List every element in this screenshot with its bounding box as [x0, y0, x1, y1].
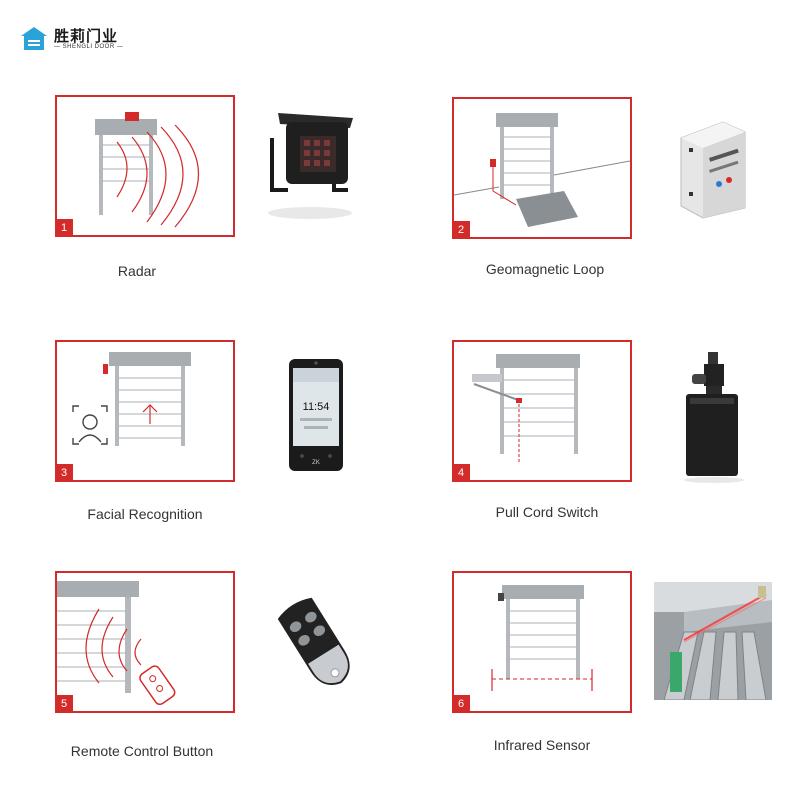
step-badge-2: 2 [452, 221, 470, 239]
loop-detector-module-photo [673, 118, 753, 220]
remote-door-illustration [57, 581, 176, 706]
step-badge-3: 3 [55, 464, 73, 482]
loop-door-illustration [454, 113, 630, 227]
label-pull-cord-switch: Pull Cord Switch [495, 504, 599, 520]
brand-logo: 胜莉门业 — SHENGLI DOOR — [20, 22, 130, 56]
radar-door-illustration [95, 112, 200, 228]
radar-device-photo [258, 98, 368, 228]
handheld-remote-icon [139, 665, 176, 706]
step-badge-1: 1 [55, 219, 73, 237]
pull-cord-door-illustration [472, 354, 580, 464]
house-logo-icon [21, 27, 47, 50]
step-badge-6: 6 [452, 695, 470, 713]
illustration-card-facial-recognition: 3 [55, 340, 235, 482]
cord-switch-device-photo [680, 350, 750, 485]
face-door-illustration [72, 352, 191, 446]
label-remote-control-button: Remote Control Button [70, 743, 214, 759]
key-fob-remote-photo [275, 594, 360, 694]
illustration-card-pull-cord-switch: 4 [452, 340, 632, 482]
label-facial-recognition: Facial Recognition [87, 506, 203, 522]
infrared-beam-scene-photo [654, 582, 772, 700]
infrared-door-illustration [491, 585, 593, 691]
face-scan-icon [72, 405, 108, 445]
label-radar: Radar [117, 263, 157, 279]
illustration-card-remote-control: 5 [55, 571, 235, 713]
brand-name-cn: 胜莉门业 [54, 28, 119, 45]
face-terminal-photo: 11:54 ZK [288, 358, 344, 472]
brand-name-en: — SHENGLI DOOR — [54, 44, 124, 50]
label-geomagnetic-loop: Geomagnetic Loop [485, 261, 605, 277]
illustration-card-geomagnetic-loop: 2 [452, 97, 632, 239]
illustration-card-radar: 1 [55, 95, 235, 237]
step-badge-4: 4 [452, 464, 470, 482]
step-badge-5: 5 [55, 695, 73, 713]
label-infrared-sensor: Infrared Sensor [493, 737, 591, 753]
face-terminal-time: 11:54 [303, 401, 330, 413]
face-terminal-brand: ZK [312, 460, 320, 466]
illustration-card-infrared-sensor: 6 [452, 571, 632, 713]
